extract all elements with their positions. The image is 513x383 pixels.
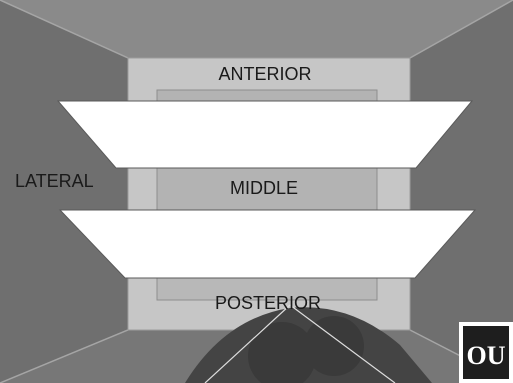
corner-line-tr xyxy=(409,0,513,59)
corner-line-bl xyxy=(0,329,129,383)
top-wall xyxy=(0,0,513,58)
posterior-label: POSTERIOR xyxy=(215,293,321,313)
middle-inner-panel xyxy=(156,167,378,213)
logo-letters: OU xyxy=(467,341,506,370)
right-wall xyxy=(410,0,513,383)
left-wall xyxy=(0,0,128,383)
ou-logo: OU xyxy=(459,322,513,383)
shadow-emblem xyxy=(185,304,432,383)
anterior-middle-shelf xyxy=(56,100,474,169)
lateral-label: LATERAL xyxy=(15,171,94,191)
corner-line-tl xyxy=(0,0,129,59)
anterior-label: ANTERIOR xyxy=(218,64,311,84)
middle-label: MIDDLE xyxy=(230,178,298,198)
logo-background xyxy=(463,326,509,379)
middle-posterior-shelf xyxy=(58,209,477,279)
